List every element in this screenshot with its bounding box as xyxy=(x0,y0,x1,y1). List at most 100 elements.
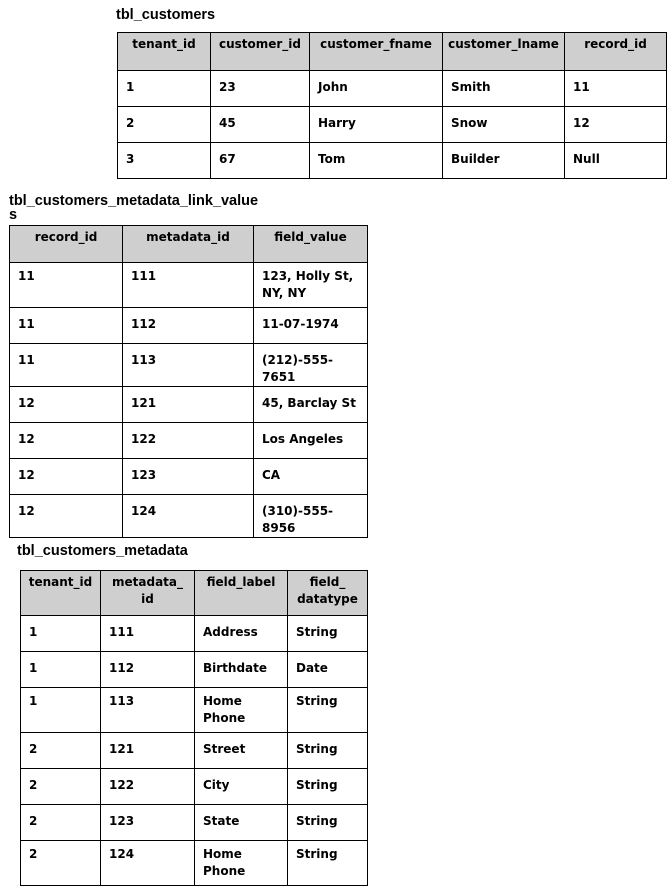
table-cell: (212)-555-7651 xyxy=(253,343,368,387)
table-row: 1 113 Home Phone String xyxy=(20,687,368,733)
table-cell: 111 xyxy=(122,262,254,308)
table-title-link-values: tbl_customers_metadata_link_values xyxy=(9,193,259,223)
table-cell: 121 xyxy=(122,386,254,423)
table-cell: 112 xyxy=(122,307,254,344)
column-header: metadata_id xyxy=(122,225,254,263)
table-row: 12 122 Los Angeles xyxy=(9,422,368,459)
table-cell: 2 xyxy=(20,840,101,886)
table-row: 1 112 Birthdate Date xyxy=(20,651,368,688)
table-cell: (310)-555-8956 xyxy=(253,494,368,538)
table-cell: Home Phone xyxy=(194,687,288,733)
table-title-metadata: tbl_customers_metadata xyxy=(17,543,188,559)
table-cell: 2 xyxy=(20,732,101,769)
column-header: customer_id xyxy=(210,32,310,71)
table-cell: 1 xyxy=(20,687,101,733)
table-cell: Builder xyxy=(442,142,565,179)
column-header: record_id xyxy=(9,225,123,263)
table-cell: Snow xyxy=(442,106,565,143)
table-cell: 12 xyxy=(564,106,667,143)
table-cell: 124 xyxy=(122,494,254,538)
table-cell: 123, Holly St, NY, NY xyxy=(253,262,368,308)
table-header-row: record_id metadata_id field_value xyxy=(9,225,368,263)
table-cell: 1 xyxy=(20,615,101,652)
table-cell: 23 xyxy=(210,70,310,107)
table-cell: 11 xyxy=(9,343,123,387)
table-cell: 11 xyxy=(564,70,667,107)
column-header: customer_lname xyxy=(442,32,565,71)
table-cell: 12 xyxy=(9,422,123,459)
table-cell: Null xyxy=(564,142,667,179)
table-row: 12 123 CA xyxy=(9,458,368,495)
table-header-row: tenant_id customer_id customer_fname cus… xyxy=(117,32,667,71)
column-header: record_id xyxy=(564,32,667,71)
table-cell: John xyxy=(309,70,443,107)
customers-metadata-table: tenant_id metadata_ id field_label field… xyxy=(20,570,368,886)
table-cell: Date xyxy=(287,651,368,688)
table-cell: Birthdate xyxy=(194,651,288,688)
table-cell: String xyxy=(287,768,368,805)
table-row: 11 113 (212)-555-7651 xyxy=(9,343,368,387)
column-header: field_label xyxy=(194,570,288,616)
table-cell: 123 xyxy=(122,458,254,495)
table-row: 2 121 Street String xyxy=(20,732,368,769)
table-cell: 45 xyxy=(210,106,310,143)
table-cell: Smith xyxy=(442,70,565,107)
column-header: tenant_id xyxy=(117,32,211,71)
metadata-link-values-table: record_id metadata_id field_value 11 111… xyxy=(9,225,368,538)
customers-table: tenant_id customer_id customer_fname cus… xyxy=(117,32,667,179)
table-row: 3 67 Tom Builder Null xyxy=(117,142,667,179)
table-cell: String xyxy=(287,732,368,769)
table-cell: 11 xyxy=(9,307,123,344)
table-header-row: tenant_id metadata_ id field_label field… xyxy=(20,570,368,616)
table-row: 2 45 Harry Snow 12 xyxy=(117,106,667,143)
table-row: 1 23 John Smith 11 xyxy=(117,70,667,107)
table-cell: 1 xyxy=(20,651,101,688)
table-cell: 113 xyxy=(122,343,254,387)
table-row: 12 121 45, Barclay St xyxy=(9,386,368,423)
table-cell: String xyxy=(287,687,368,733)
table-cell: 113 xyxy=(100,687,195,733)
table-row: 12 124 (310)-555-8956 xyxy=(9,494,368,538)
table-cell: Los Angeles xyxy=(253,422,368,459)
table-cell: Tom xyxy=(309,142,443,179)
table-cell: 12 xyxy=(9,494,123,538)
table-cell: 112 xyxy=(100,651,195,688)
table-cell: 67 xyxy=(210,142,310,179)
table-cell: String xyxy=(287,615,368,652)
table-cell: 45, Barclay St xyxy=(253,386,368,423)
table-cell: 122 xyxy=(122,422,254,459)
table-cell: 123 xyxy=(100,804,195,841)
table-cell: 12 xyxy=(9,386,123,423)
table-cell: 3 xyxy=(117,142,211,179)
table-row: 2 123 State String xyxy=(20,804,368,841)
column-header: metadata_ id xyxy=(100,570,195,616)
column-header: field_ datatype xyxy=(287,570,368,616)
table-cell: 111 xyxy=(100,615,195,652)
table-cell: 124 xyxy=(100,840,195,886)
table-cell: 122 xyxy=(100,768,195,805)
column-header: tenant_id xyxy=(20,570,101,616)
table-cell: String xyxy=(287,804,368,841)
table-cell: 2 xyxy=(117,106,211,143)
table-cell: 121 xyxy=(100,732,195,769)
table-row: 11 112 11-07-1974 xyxy=(9,307,368,344)
table-cell: State xyxy=(194,804,288,841)
table-cell: 2 xyxy=(20,804,101,841)
table-cell: 2 xyxy=(20,768,101,805)
table-cell: Street xyxy=(194,732,288,769)
table-cell: 11 xyxy=(9,262,123,308)
table-title-customers: tbl_customers xyxy=(116,7,216,23)
table-row: 11 111 123, Holly St, NY, NY xyxy=(9,262,368,308)
table-row: 2 124 Home Phone String xyxy=(20,840,368,886)
table-cell: 12 xyxy=(9,458,123,495)
column-header: field_value xyxy=(253,225,368,263)
table-row: 1 111 Address String xyxy=(20,615,368,652)
table-cell: 1 xyxy=(117,70,211,107)
table-cell: CA xyxy=(253,458,368,495)
table-cell: Address xyxy=(194,615,288,652)
table-cell: Home Phone xyxy=(194,840,288,886)
column-header: customer_fname xyxy=(309,32,443,71)
table-row: 2 122 City String xyxy=(20,768,368,805)
table-cell: Harry xyxy=(309,106,443,143)
table-cell: City xyxy=(194,768,288,805)
